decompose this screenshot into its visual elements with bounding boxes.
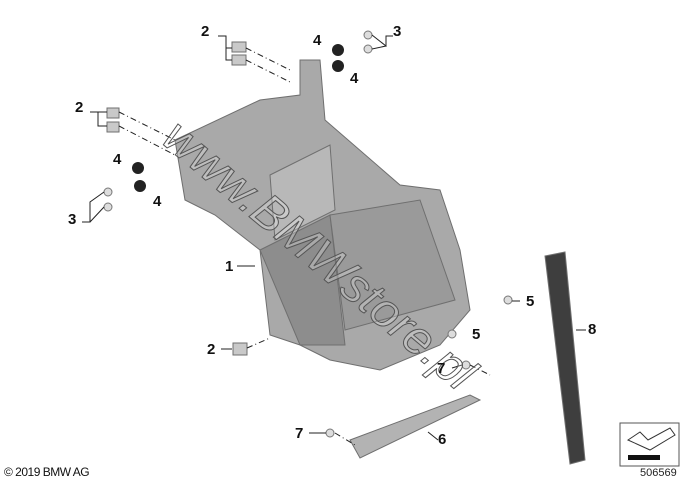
callout-1: 1 [225,258,234,275]
screw-part-3 [363,44,373,54]
callout-6: 6 [438,431,447,448]
screw-part-7 [325,428,335,438]
copyright-text: © 2019 BMW AG [4,465,90,479]
clip-part-2 [106,107,120,119]
screw-part-5 [447,329,457,339]
callout-5: 5 [472,326,481,343]
callout-4: 4 [113,151,122,168]
callout-2: 2 [207,341,216,358]
screw-part-5 [503,295,513,305]
callout-8: 8 [588,321,597,338]
callout-7: 7 [437,360,446,377]
bushing-part-4 [332,60,344,72]
screw-part-3 [103,187,113,197]
callout-4: 4 [350,70,359,87]
callout-2: 2 [201,23,210,40]
callout-5: 5 [526,293,535,310]
callout-7: 7 [295,425,304,442]
clip-part-2 [231,41,247,53]
clip-part-2 [106,121,120,133]
callout-2: 2 [75,99,84,116]
callout-3: 3 [393,23,402,40]
arrow-view-icon [619,422,680,467]
bushing-part-4 [134,180,146,192]
callout-3: 3 [68,211,77,228]
leader-lines [82,34,586,441]
callout-4: 4 [313,32,322,49]
clip-part-2 [232,342,248,356]
screw-part-3 [363,30,373,40]
assembly-lines [118,47,491,446]
bracket-part-6 [349,394,482,459]
bushing-part-4 [332,44,344,56]
bushing-part-4 [132,162,144,174]
strap-part-8 [544,251,586,465]
screw-part-3 [103,202,113,212]
image-number: 506569 [640,467,677,479]
clip-part-2 [231,54,247,66]
callout-4: 4 [153,193,162,210]
